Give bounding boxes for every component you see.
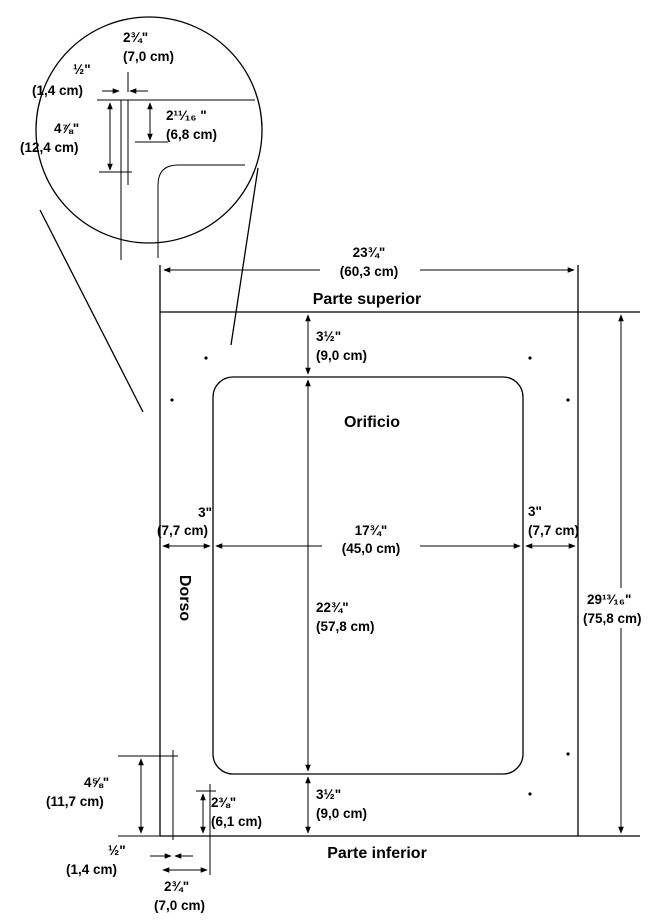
right-margin-in: 3"	[528, 504, 542, 519]
svg-text:(11,7 cm): (11,7 cm)	[46, 794, 104, 809]
svg-text:(75,8 cm): (75,8 cm)	[583, 611, 642, 626]
overall-height-in: 29¹³⁄₁₆"	[587, 592, 631, 607]
detail-bot-d-in: 2¾"	[164, 879, 189, 894]
svg-text:2⅜": 2⅜"	[211, 795, 236, 810]
svg-text:Parte inferior: Parte inferior	[327, 845, 427, 862]
detail-top-d-in: 4⅞"	[54, 121, 79, 136]
svg-text:(60,3 cm): (60,3 cm)	[340, 264, 399, 279]
svg-text:4⅝": 4⅝"	[84, 775, 109, 790]
left-margin-in: 3"	[198, 505, 212, 520]
detail-opening-corner	[157, 164, 245, 258]
svg-text:½": ½"	[73, 62, 91, 77]
label-opening: Orificio	[344, 414, 400, 431]
detail-top-a-in: 2¾"	[123, 30, 148, 45]
svg-text:3½": 3½"	[316, 329, 341, 344]
detail-bot-c-in: ½"	[108, 843, 126, 858]
svg-text:(57,8 cm): (57,8 cm)	[316, 619, 375, 634]
detail-magnifier: 2¾" (7,0 cm) ½" (1,4 cm) 2¹¹⁄₁₆ " (6,8 c…	[20, 16, 263, 413]
svg-text:22¾": 22¾"	[316, 600, 349, 615]
svg-text:3½": 3½"	[316, 787, 341, 802]
detail-bot-a-in: 4⅝"	[84, 775, 109, 790]
overall-width-in: 23¾"	[353, 245, 386, 260]
opening-height-cm: (57,8 cm)	[316, 619, 375, 634]
detail-top-c-cm: (6,8 cm)	[166, 127, 217, 142]
detail-top-b-cm: (1,4 cm)	[32, 83, 83, 98]
svg-text:(7,0 cm): (7,0 cm)	[123, 49, 174, 64]
detail-top-c-in: 2¹¹⁄₁₆ "	[166, 108, 207, 123]
svg-text:½": ½"	[108, 843, 126, 858]
panel-outline	[159, 265, 640, 837]
detail-top-b-in: ½"	[73, 62, 91, 77]
svg-text:(12,4 cm): (12,4 cm)	[20, 140, 79, 155]
label-bottom: Parte inferior	[327, 845, 427, 862]
svg-text:23¾": 23¾"	[353, 245, 386, 260]
svg-text:(9,0 cm): (9,0 cm)	[316, 348, 367, 363]
svg-text:(1,4 cm): (1,4 cm)	[32, 83, 83, 98]
mounting-holes	[170, 356, 570, 796]
svg-text:(9,0 cm): (9,0 cm)	[316, 806, 367, 821]
overall-height-cm: (75,8 cm)	[583, 611, 642, 626]
opening-height-in: 22¾"	[316, 600, 349, 615]
bottom-left-detail	[118, 750, 216, 875]
detail-top-a-cm: (7,0 cm)	[123, 49, 174, 64]
magnifier-line-left	[39, 209, 144, 413]
overall-width-cm: (60,3 cm)	[340, 264, 399, 279]
svg-text:3": 3"	[198, 505, 212, 520]
svg-text:(7,7 cm): (7,7 cm)	[157, 523, 208, 538]
left-margin-cm: (7,7 cm)	[157, 523, 208, 538]
detail-top-d-cm: (12,4 cm)	[20, 140, 79, 155]
bottom-margin-cm: (9,0 cm)	[316, 806, 367, 821]
detail-bot-b-in: 2⅜"	[211, 795, 236, 810]
svg-text:2¾": 2¾"	[164, 879, 189, 894]
opening-width-cm: (45,0 cm)	[342, 541, 401, 556]
svg-text:29¹³⁄₁₆": 29¹³⁄₁₆"	[587, 592, 631, 607]
svg-text:Orificio: Orificio	[344, 414, 400, 431]
detail-bot-a-cm: (11,7 cm)	[46, 794, 104, 809]
svg-text:17¾": 17¾"	[355, 523, 388, 538]
detail-circle	[35, 16, 263, 244]
detail-bot-d-cm: (7,0 cm)	[154, 898, 205, 913]
svg-text:2¾": 2¾"	[123, 30, 148, 45]
svg-text:Parte superior: Parte superior	[313, 291, 421, 308]
svg-text:Dorso: Dorso	[176, 575, 193, 621]
opening-outline	[212, 376, 524, 775]
svg-text:(45,0 cm): (45,0 cm)	[342, 541, 401, 556]
detail-bot-b-cm: (6,1 cm)	[211, 814, 262, 829]
top-margin-cm: (9,0 cm)	[316, 348, 367, 363]
detail-bot-c-cm: (1,4 cm)	[66, 862, 117, 877]
svg-text:(6,1 cm): (6,1 cm)	[211, 814, 262, 829]
svg-text:(7,0 cm): (7,0 cm)	[154, 898, 205, 913]
svg-text:4⅞": 4⅞"	[54, 121, 79, 136]
svg-text:(7,7 cm): (7,7 cm)	[528, 523, 579, 538]
top-margin-in: 3½"	[316, 329, 341, 344]
right-margin-cm: (7,7 cm)	[528, 523, 579, 538]
label-top: Parte superior	[313, 291, 421, 308]
svg-text:3": 3"	[528, 504, 542, 519]
svg-text:(1,4 cm): (1,4 cm)	[66, 862, 117, 877]
bottom-margin-in: 3½"	[316, 787, 341, 802]
svg-text:2¹¹⁄₁₆ ": 2¹¹⁄₁₆ "	[166, 108, 207, 123]
magnifier-line-right	[230, 167, 259, 346]
label-back: Dorso	[176, 575, 193, 621]
svg-text:(6,8 cm): (6,8 cm)	[166, 127, 217, 142]
opening-width-in: 17¾"	[355, 523, 388, 538]
